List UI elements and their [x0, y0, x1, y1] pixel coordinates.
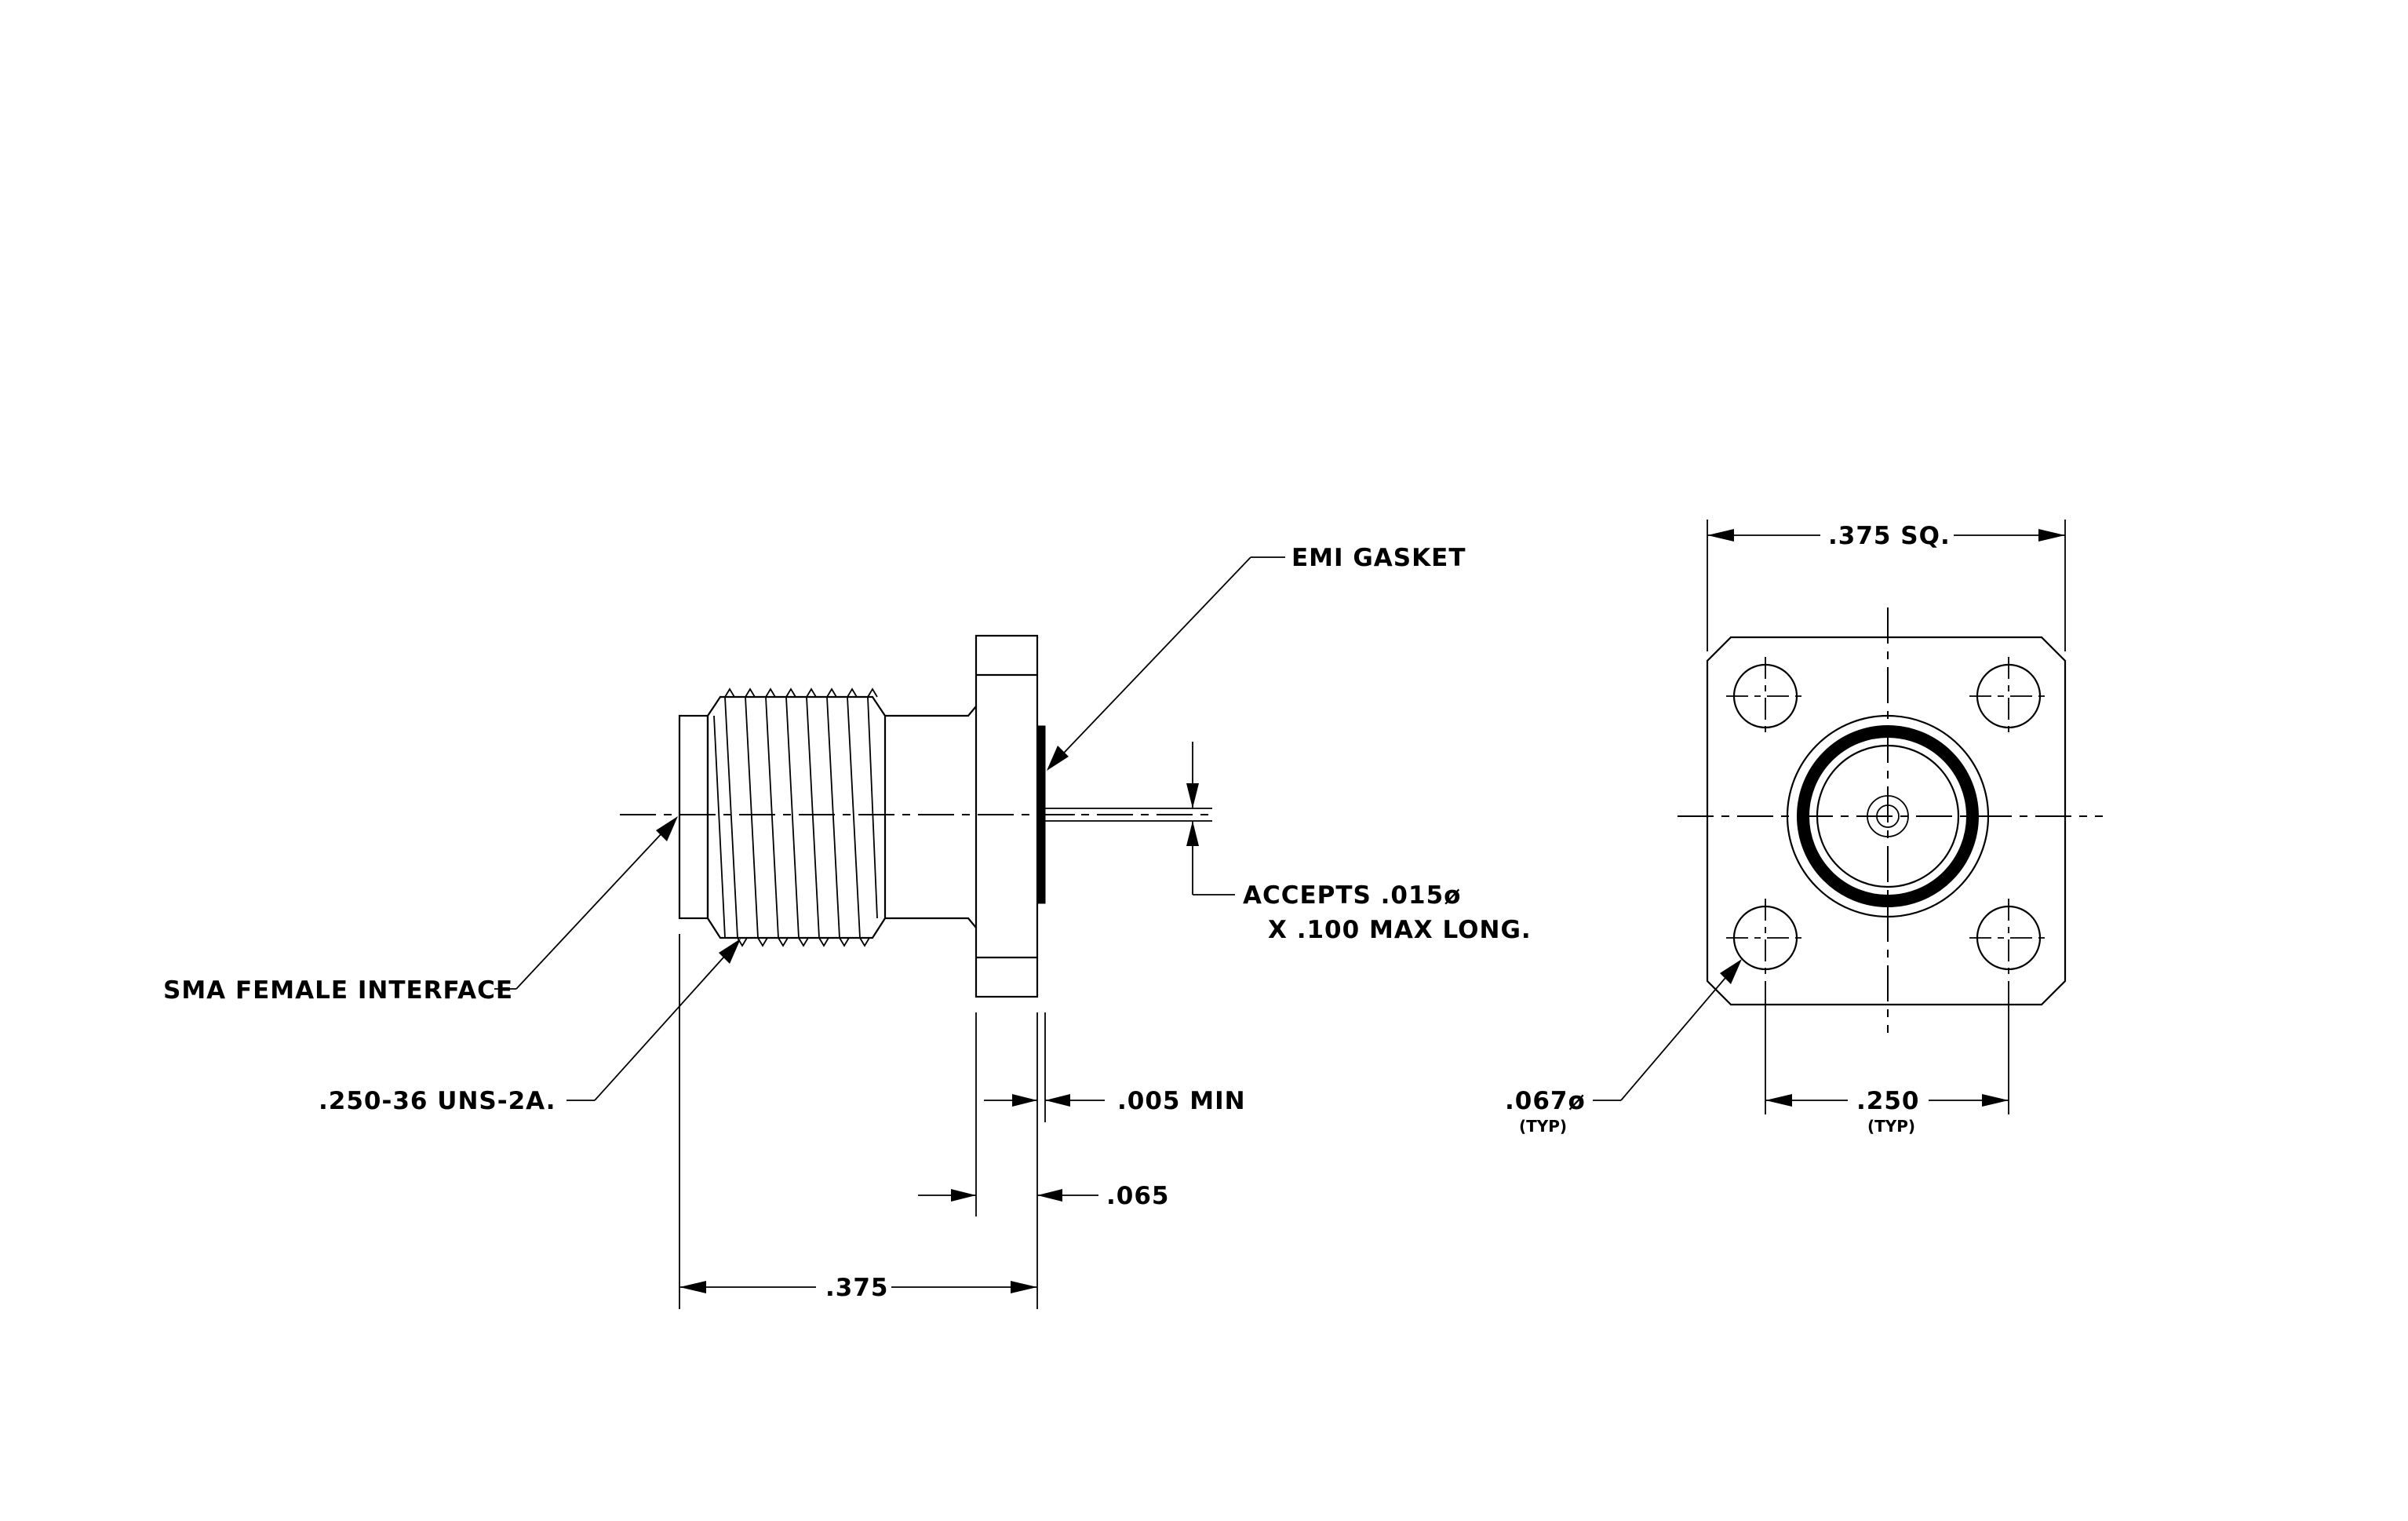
- front-view: .375 SQ. .250 (TYP) .067ø (TYP): [1505, 520, 2103, 1136]
- accepts-line2: X .100 MAX LONG.: [1268, 916, 1532, 944]
- dim-067: .067ø (TYP): [1505, 959, 1742, 1136]
- dim-067-typ: (TYP): [1519, 1117, 1567, 1136]
- thread-leader: .250-36 UNS-2A.: [319, 939, 741, 1115]
- thread-lines: [713, 696, 878, 939]
- emi-gasket-label: EMI GASKET: [1291, 544, 1466, 572]
- dim-250-label: .250: [1856, 1087, 1920, 1115]
- accepts-line1: ACCEPTS .015ø: [1243, 881, 1461, 910]
- thread-crests-top: [724, 688, 878, 698]
- dim-005: .005 MIN: [984, 1087, 1246, 1115]
- sma-interface-label: SMA FEMALE INTERFACE: [163, 976, 513, 1005]
- contact-pin: [1045, 808, 1212, 822]
- dim-250: .250 (TYP): [1765, 981, 2009, 1136]
- sma-interface-leader: SMA FEMALE INTERFACE: [163, 816, 678, 1005]
- mounting-holes: [1726, 657, 2048, 977]
- dim-375-sq: .375 SQ.: [1707, 520, 2066, 651]
- dim-065-label: .065: [1106, 1182, 1170, 1210]
- neck: [885, 706, 977, 928]
- accepts-pin-dim: ACCEPTS .015ø X .100 MAX LONG.: [1186, 742, 1532, 944]
- connector-nose: [678, 714, 709, 920]
- dim-065: .065: [918, 1182, 1170, 1210]
- dim-067-label: .067ø: [1505, 1087, 1586, 1115]
- thread-label: .250-36 UNS-2A.: [319, 1087, 556, 1115]
- square-flange: [1706, 636, 2067, 1006]
- emi-gasket-leader: EMI GASKET: [1047, 544, 1466, 771]
- dim-005-label: .005 MIN: [1117, 1087, 1246, 1115]
- thread-crests-bottom: [737, 937, 870, 947]
- side-view: .005 MIN .065 .375 EMI GASKET: [163, 544, 1532, 1309]
- dim-375-sq-label: .375 SQ.: [1828, 522, 1951, 550]
- dim-375-side-label: .375: [825, 1274, 889, 1302]
- dim-375-length: .375: [679, 1274, 1037, 1302]
- emi-gasket: [1036, 725, 1046, 904]
- connector-face: [1786, 714, 1990, 918]
- dim-250-typ: (TYP): [1867, 1117, 1915, 1136]
- flange: [974, 634, 1039, 998]
